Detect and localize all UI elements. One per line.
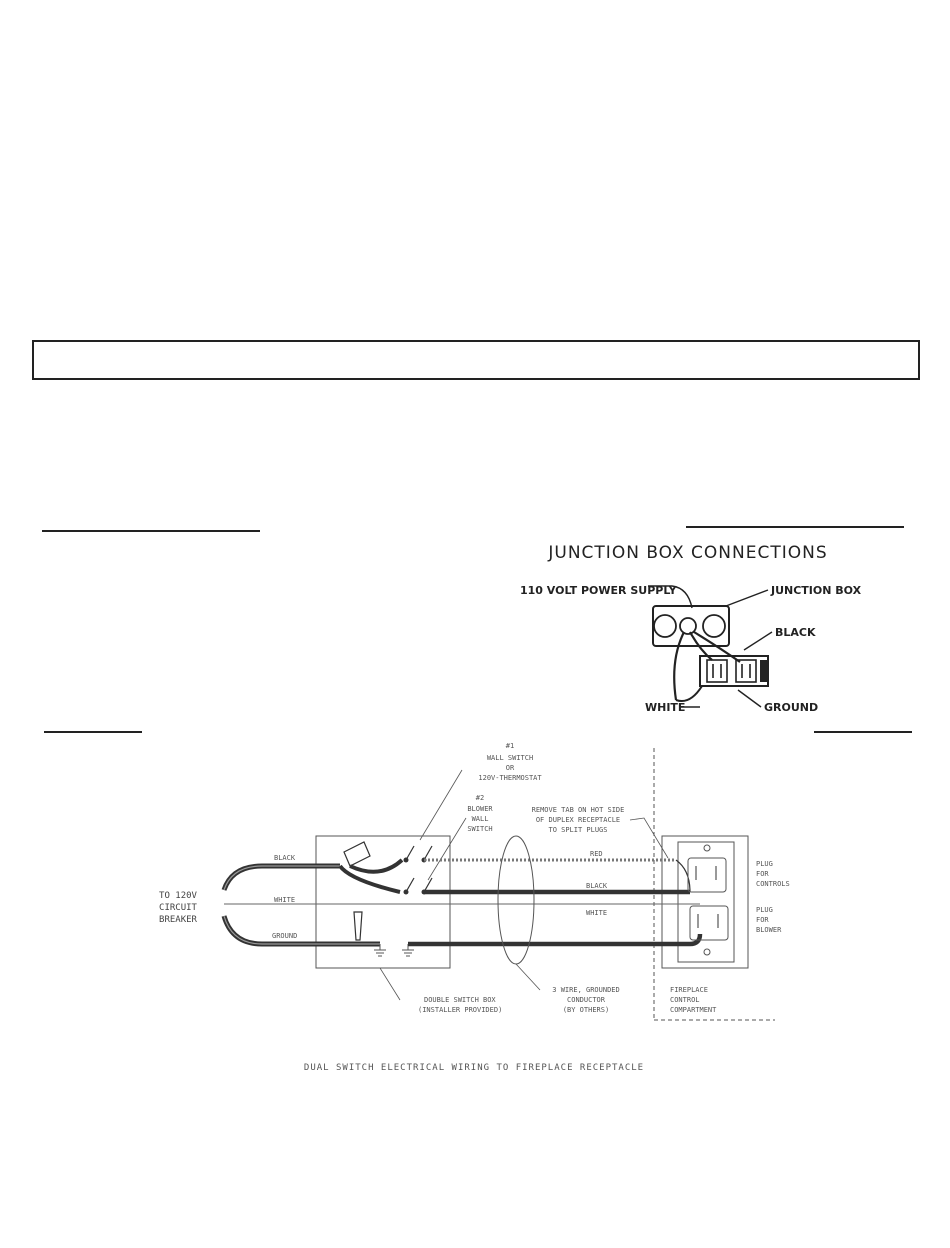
svg-text:CONDUCTOR: CONDUCTOR bbox=[567, 996, 606, 1004]
compartment-label: FIREPLACE CONTROL COMPARTMENT bbox=[670, 986, 717, 1014]
svg-text:CONTROLS: CONTROLS bbox=[756, 880, 790, 888]
power-supply-label: 110 VOLT POWER SUPPLY bbox=[520, 584, 678, 597]
ground-label: GROUND bbox=[764, 701, 818, 714]
svg-text:3 WIRE, GROUNDED: 3 WIRE, GROUNDED bbox=[552, 986, 619, 994]
white-label: WHITE bbox=[645, 701, 685, 714]
plug-controls-label: PLUG FOR CONTROLS bbox=[756, 860, 790, 888]
svg-text:CONTROL: CONTROL bbox=[670, 996, 700, 1004]
section-rule-left bbox=[42, 530, 260, 532]
svg-text:SWITCH: SWITCH bbox=[467, 825, 492, 833]
breaker-label: TO 120V CIRCUIT BREAKER bbox=[159, 891, 198, 925]
svg-text:FOR: FOR bbox=[756, 916, 769, 924]
svg-text:FOR: FOR bbox=[756, 870, 769, 878]
remove-tab-label: REMOVE TAB ON HOT SIDE OF DUPLEX RECEPTA… bbox=[532, 806, 625, 834]
switch2-label: #2 BLOWER WALL SWITCH bbox=[467, 794, 493, 833]
svg-text:(INSTALLER PROVIDED): (INSTALLER PROVIDED) bbox=[418, 1006, 502, 1014]
svg-text:FIREPLACE: FIREPLACE bbox=[670, 986, 708, 994]
svg-text:120V-THERMOSTAT: 120V-THERMOSTAT bbox=[478, 774, 542, 782]
svg-text:BREAKER: BREAKER bbox=[159, 915, 198, 925]
section-rule-right-2 bbox=[814, 731, 912, 733]
dual-switch-diagram: #1 WALL SWITCH OR 120V-THERMOSTAT #2 BLO… bbox=[159, 742, 790, 1073]
svg-text:TO SPLIT PLUGS: TO SPLIT PLUGS bbox=[548, 826, 607, 834]
svg-text:PLUG: PLUG bbox=[756, 906, 773, 914]
svg-text:DOUBLE SWITCH BOX: DOUBLE SWITCH BOX bbox=[424, 996, 496, 1004]
svg-text:PLUG: PLUG bbox=[756, 860, 773, 868]
section-rule-left-2 bbox=[44, 731, 142, 733]
svg-text:WALL SWITCH: WALL SWITCH bbox=[487, 754, 533, 762]
wire-red-label: RED bbox=[590, 850, 603, 858]
notice-box bbox=[32, 340, 920, 380]
svg-text:#1: #1 bbox=[506, 742, 514, 750]
wire-white2-label: WHITE bbox=[586, 909, 607, 917]
section-rule-right bbox=[686, 526, 904, 528]
svg-text:(BY OTHERS): (BY OTHERS) bbox=[563, 1006, 609, 1014]
switch-box-label: DOUBLE SWITCH BOX (INSTALLER PROVIDED) bbox=[418, 996, 502, 1014]
wire-white-label: WHITE bbox=[274, 896, 295, 904]
plug-blower-label: PLUG FOR BLOWER bbox=[756, 906, 782, 934]
svg-text:REMOVE TAB ON HOT SIDE: REMOVE TAB ON HOT SIDE bbox=[532, 806, 625, 814]
black-label: BLACK bbox=[775, 626, 816, 639]
switch1-label: #1 WALL SWITCH OR 120V-THERMOSTAT bbox=[478, 742, 542, 782]
junction-box-label: JUNCTION BOX bbox=[770, 584, 862, 597]
diagram-caption: DUAL SWITCH ELECTRICAL WIRING TO FIREPLA… bbox=[304, 1063, 644, 1073]
svg-text:BLOWER: BLOWER bbox=[467, 805, 493, 813]
wire-black2-label: BLACK bbox=[586, 882, 608, 890]
svg-text:WALL: WALL bbox=[472, 815, 489, 823]
svg-text:TO 120V: TO 120V bbox=[159, 891, 198, 901]
svg-text:CIRCUIT: CIRCUIT bbox=[159, 903, 198, 913]
junction-box-title: JUNCTION BOX CONNECTIONS bbox=[547, 543, 827, 563]
wire-ground-label: GROUND bbox=[272, 932, 297, 940]
wire-black-label: BLACK bbox=[274, 854, 296, 862]
svg-text:#2: #2 bbox=[476, 794, 484, 802]
conductor-label: 3 WIRE, GROUNDED CONDUCTOR (BY OTHERS) bbox=[552, 986, 619, 1014]
svg-text:OF DUPLEX RECEPTACLE: OF DUPLEX RECEPTACLE bbox=[536, 816, 620, 824]
junction-box-diagram: JUNCTION BOX CONNECTIONS 110 VOLT POWER … bbox=[520, 543, 862, 714]
svg-text:COMPARTMENT: COMPARTMENT bbox=[670, 1006, 717, 1014]
svg-text:BLOWER: BLOWER bbox=[756, 926, 782, 934]
svg-text:OR: OR bbox=[506, 764, 515, 772]
